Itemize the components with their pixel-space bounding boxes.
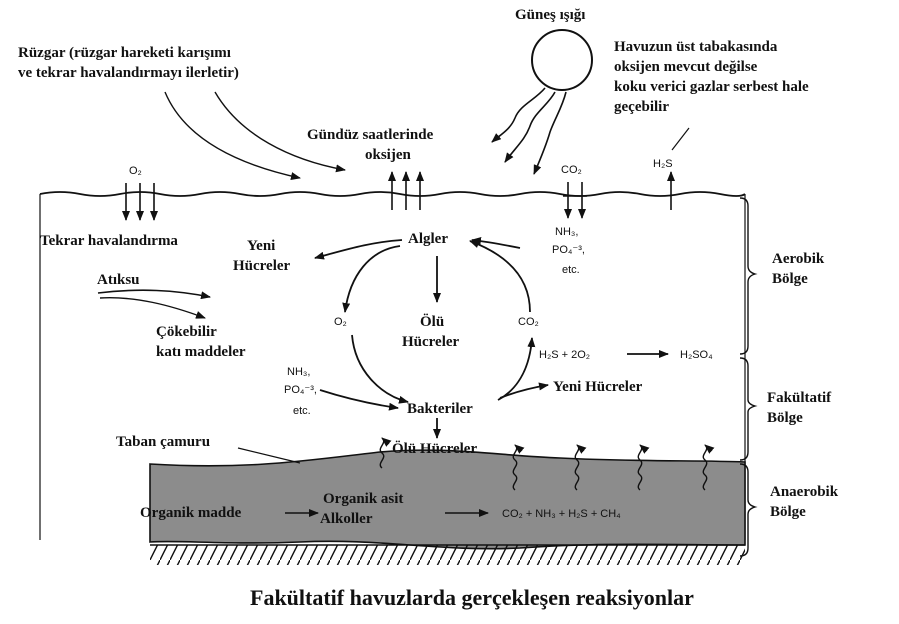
o2-surface-label: O₂ — [129, 165, 142, 177]
daytime-oxygen-line1: Gündüz saatlerinde — [307, 127, 434, 143]
etc-left-label: etc. — [293, 405, 311, 417]
anaerobic-products-label: CO₂ + NH₃ + H₂S + CH₄ — [502, 508, 621, 520]
aerobic-zone-line1: Aerobik — [772, 251, 825, 267]
o2-down-arrows — [122, 183, 158, 221]
odor-label-line4: geçebilir — [614, 99, 669, 115]
odor-label-line1: Havuzun üst tabakasında — [614, 39, 778, 55]
anaerobic-zone-line2: Bölge — [770, 504, 806, 520]
po4-left-label: PO₄⁻³, — [284, 384, 317, 396]
facultative-zone-line1: Fakültatif — [767, 390, 832, 406]
reaeration-label: Tekrar havalandırma — [40, 233, 178, 249]
odor-label-line3: koku verici gazlar serbest hale — [614, 79, 809, 95]
gas-release-arrows — [379, 437, 715, 491]
wind-label-line1: Rüzgar (rüzgar hareketi karışımı — [18, 45, 231, 61]
anaerobic-zone-line1: Anaerobik — [770, 484, 839, 500]
odor-label-line2: oksijen mevcut değilse — [614, 59, 758, 75]
sludge-label: Taban çamuru — [116, 434, 211, 450]
po4-right-label: PO₄⁻³, — [552, 244, 585, 256]
h2s-reaction-label: H₂S + 2O₂ — [539, 349, 591, 361]
figure-caption: Fakültatif havuzlarda gerçekleşen reaksi… — [250, 585, 694, 610]
new-cells-algae-line1: Yeni — [247, 238, 276, 254]
co2-exchange-arrows — [563, 182, 587, 219]
odor-pointer — [671, 127, 690, 151]
wind-label-line2: ve tekrar havalandırmayı ilerletir) — [18, 65, 239, 81]
dead-cells-line2: Hücreler — [402, 334, 460, 350]
pond-bottom — [150, 545, 745, 565]
nh3-right-label: NH₃, — [555, 226, 579, 238]
aerobic-zone-line2: Bölge — [772, 271, 808, 287]
wind-arrows — [164, 91, 346, 181]
h2so4-label: H₂SO₄ — [680, 349, 713, 361]
dead-cells-bottom-label: Ölü Hücreler — [392, 441, 478, 457]
water-surface — [39, 191, 746, 197]
o2-left-label: O₂ — [334, 316, 347, 328]
nh3-left-label: NH₃, — [287, 366, 311, 378]
zone-braces — [739, 197, 758, 557]
co2-surface-label: CO₂ — [561, 164, 582, 176]
settleable-line1: Çökebilir — [156, 324, 217, 340]
daytime-oxygen-line2: oksijen — [365, 147, 411, 163]
wastewater-label: Atıksu — [97, 272, 140, 288]
sunlight-label: Güneş ışığı — [515, 7, 586, 23]
organic-acid-label: Organik asit — [323, 491, 404, 507]
sludge-layer — [149, 449, 746, 550]
co2-right-label: CO₂ — [518, 316, 539, 328]
dead-cells-line1: Ölü — [420, 314, 445, 330]
h2s-surface-label: H₂S — [653, 158, 673, 170]
facultative-zone-line2: Bölge — [767, 410, 803, 426]
algae-label: Algler — [408, 231, 448, 247]
etc-right-label: etc. — [562, 264, 580, 276]
sludge-pointer — [237, 447, 301, 464]
sun-icon — [491, 29, 593, 175]
oxygen-up-arrows — [388, 171, 424, 210]
new-cells-algae-line2: Hücreler — [233, 258, 291, 274]
wastewater-arrow — [97, 289, 211, 300]
bacteria-label: Bakteriler — [407, 401, 473, 417]
organic-matter-label: Organik madde — [140, 505, 242, 521]
algae-bacteria-cycle — [314, 237, 669, 439]
new-cells-bacteria-label: Yeni Hücreler — [553, 379, 643, 395]
settleable-line2: katı maddeler — [156, 344, 246, 360]
alcohols-label: Alkoller — [320, 511, 373, 527]
settle-arrow — [99, 297, 206, 319]
